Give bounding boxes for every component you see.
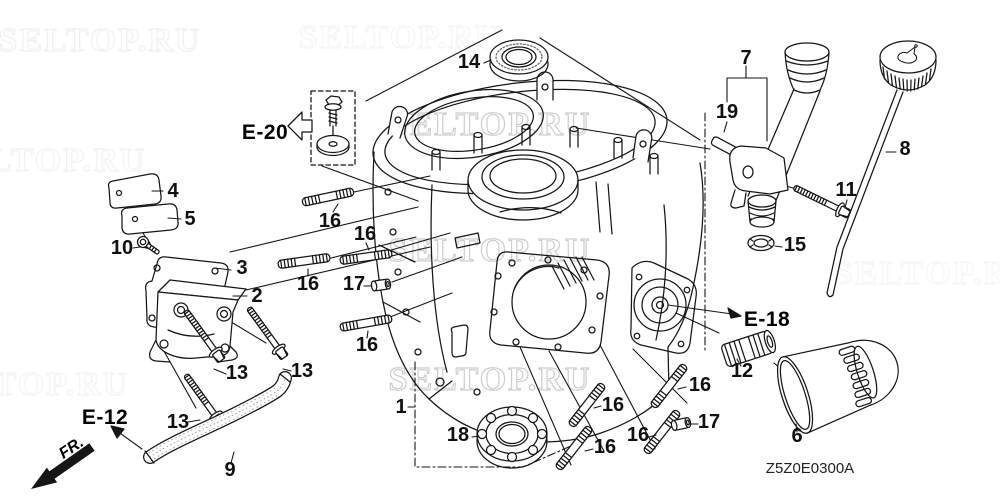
label-leader-dashes bbox=[132, 59, 897, 464]
part-callout-9: 9 bbox=[224, 459, 235, 481]
part-callout-6: 6 bbox=[791, 425, 802, 447]
part-callout-16: 16 bbox=[627, 424, 649, 446]
plate-4-drawing bbox=[107, 173, 162, 209]
e12-arrow-line bbox=[116, 430, 143, 450]
part-callout-15: 15 bbox=[784, 234, 806, 256]
watermark-text: SELTOP.RU bbox=[834, 255, 1000, 292]
part-callout-8: 8 bbox=[899, 138, 910, 160]
watermark-text: SELTOP.RU bbox=[389, 232, 592, 269]
section-ref-e-12: E-12 bbox=[82, 406, 128, 429]
part-callout-12: 12 bbox=[731, 360, 753, 382]
e20-arrow-icon bbox=[287, 111, 313, 141]
oil-filter-6-drawing bbox=[776, 339, 899, 434]
part-callout-16: 16 bbox=[594, 436, 616, 458]
part-callout-14: 14 bbox=[458, 51, 481, 73]
part-callout-16: 16 bbox=[297, 273, 319, 295]
stud-16-drawing bbox=[301, 187, 355, 207]
washer-15-drawing bbox=[747, 234, 775, 252]
part-callout-19: 19 bbox=[716, 101, 738, 123]
part-callout-1: 1 bbox=[395, 396, 406, 418]
watermark-text: SELTOP.RU bbox=[0, 142, 146, 179]
engine-mount-bracket-2-drawing bbox=[149, 279, 247, 363]
part-callout-16: 16 bbox=[354, 223, 376, 245]
part-callout-7: 7 bbox=[740, 47, 751, 69]
part-callout-3: 3 bbox=[236, 257, 247, 279]
bolt-13-drawing bbox=[242, 302, 292, 363]
filter-joint-12-drawing bbox=[721, 329, 777, 367]
part-callout-4: 4 bbox=[167, 180, 179, 202]
watermark-text: SELTOP.RU bbox=[0, 22, 201, 59]
part-callout-13: 13 bbox=[167, 411, 189, 433]
part-callout-10: 10 bbox=[111, 237, 133, 259]
stud-16-drawing bbox=[277, 252, 331, 270]
watermark-text: SELTOP.RU bbox=[0, 366, 129, 403]
screw-10-drawing bbox=[136, 235, 160, 255]
part-callout-17: 17 bbox=[698, 411, 720, 433]
breather-tube-9-drawing bbox=[143, 371, 292, 464]
part-callout-16: 16 bbox=[689, 374, 711, 396]
watermark-layer: SELTOP.RU SELTOP.RU SELTOP.RU SELTOP.RU SELT… bbox=[0, 18, 1000, 403]
watermark-text: SELTOP.RU bbox=[299, 19, 502, 56]
section-ref-e-20: E-20 bbox=[242, 121, 288, 144]
oil-can-icon bbox=[897, 44, 918, 64]
part-callout-16: 16 bbox=[602, 394, 624, 416]
crankcase-1-drawing bbox=[372, 71, 704, 443]
watermark-text: SELTOP.RU bbox=[389, 106, 592, 143]
part-callout-2: 2 bbox=[251, 285, 262, 307]
part-callout-17: 17 bbox=[343, 273, 365, 295]
e18-arrow-line bbox=[667, 304, 733, 315]
stud-16-drawing bbox=[339, 313, 393, 333]
top-studs bbox=[431, 123, 659, 175]
bearing-18-drawing bbox=[476, 405, 548, 469]
e18-arrowhead-icon bbox=[727, 307, 742, 319]
watermark-text: SELTOP.RU bbox=[389, 361, 592, 398]
part-callout-5: 5 bbox=[184, 208, 195, 230]
oil-filler-tube-7-drawing bbox=[729, 42, 830, 228]
section-ref-e-18: E-18 bbox=[744, 308, 790, 331]
oil-seal-14-drawing bbox=[489, 39, 549, 82]
plate-5-drawing bbox=[120, 203, 179, 235]
cap-17-drawing bbox=[370, 278, 392, 292]
stud-16-drawing bbox=[554, 424, 594, 472]
fr-arrow-icon bbox=[31, 443, 95, 489]
part1-bracket-line bbox=[414, 361, 572, 468]
part-callout-16: 16 bbox=[356, 334, 378, 356]
e20-bolt-washer-drawing bbox=[310, 90, 356, 166]
section-ref-layer: E-20E-12 E-18 bbox=[82, 121, 790, 429]
part-callout-13: 13 bbox=[226, 362, 248, 384]
e12-arrowhead-icon bbox=[110, 425, 125, 439]
part-callout-13: 13 bbox=[291, 360, 313, 382]
part-callout-16: 16 bbox=[319, 210, 341, 232]
part-callout-11: 11 bbox=[835, 179, 856, 201]
part-callout-18: 18 bbox=[447, 424, 469, 446]
dipstick-8-drawing bbox=[826, 40, 937, 298]
mount-ears bbox=[387, 71, 653, 163]
diagram-code: Z5Z0E0300A bbox=[766, 460, 854, 477]
